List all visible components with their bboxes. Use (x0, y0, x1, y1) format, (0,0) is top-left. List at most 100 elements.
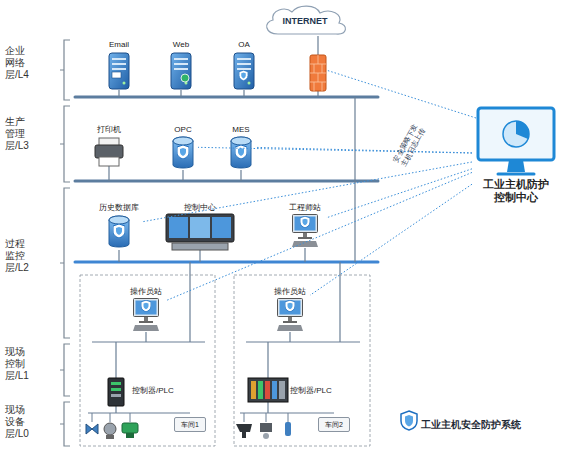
workstation-icon (133, 215, 318, 332)
printer-icon (99, 157, 119, 166)
policy-link-group (326, 169, 472, 218)
server-icon (109, 53, 129, 89)
layer-bracket (60, 402, 70, 446)
host-icon (177, 145, 189, 159)
network-wire (115, 406, 116, 413)
cloud-node: INTERNET (260, 3, 350, 37)
network-wire (354, 181, 355, 262)
network-wire (317, 36, 318, 55)
legend-text: 工业主机安全防护系统 (421, 419, 521, 430)
network-wire (243, 90, 244, 97)
plc-icon (108, 378, 288, 406)
field-device-icon (126, 433, 134, 438)
plc-icon (279, 381, 285, 399)
node-label: 控制器/PLC (132, 386, 184, 396)
printer-icon (95, 138, 123, 166)
legend-shield-icon (401, 411, 417, 430)
policy-link-group (142, 162, 472, 222)
legend-shield-icon (405, 415, 413, 427)
workshop-box: 车间1 (174, 417, 206, 432)
host-box: OPC (168, 122, 198, 172)
node-label: 车间1 (175, 420, 205, 429)
server-icon (181, 74, 189, 82)
network-wire (240, 412, 334, 413)
network-bus (75, 96, 378, 99)
layer-bracket (60, 106, 70, 182)
network-wire (118, 90, 119, 97)
workstation-box: 工程师站 (284, 200, 326, 250)
field-device-icon (244, 413, 245, 422)
workstation-icon (133, 299, 159, 332)
control-center-icon (190, 217, 210, 238)
workshop-area (80, 275, 215, 446)
plc-icon (265, 381, 270, 399)
plc-box: 控制器/PLC (104, 376, 184, 408)
layer-bracket (60, 344, 70, 396)
policy-link (198, 147, 472, 153)
legend-entry: 工业主机安全防护系统 (421, 414, 521, 432)
policy-link (326, 70, 476, 118)
server-box: OA (229, 38, 259, 92)
host-icon (109, 137, 251, 247)
policy-link-group (310, 184, 472, 295)
network-wire (267, 342, 268, 378)
network-wire (246, 341, 360, 342)
network-bus (75, 261, 378, 264)
monitor-icon (478, 108, 554, 160)
node-label: INTERNET (260, 16, 350, 26)
network-wire (304, 248, 305, 262)
server-box: Web (166, 38, 196, 92)
field-device-icon (92, 413, 93, 422)
printer-icon (95, 145, 123, 158)
field-device-icon (130, 413, 131, 422)
network-wire (92, 341, 205, 342)
network-wire (118, 250, 119, 262)
field-device-icon (122, 423, 138, 433)
node-label: OA (229, 40, 259, 50)
field-device-icon (266, 413, 267, 422)
node-label: 历史数据库 (96, 203, 142, 213)
field-device-icon (86, 424, 98, 434)
plc-icon (111, 388, 121, 391)
workstation-box: 操作员站 (270, 284, 310, 334)
control-center-icon (166, 214, 234, 250)
network-bus (75, 97, 378, 262)
node-label: 控制器/PLC (290, 386, 340, 396)
firewall-icon (310, 55, 326, 91)
network-wire (108, 166, 109, 181)
control-room-box: 控制中心 (164, 200, 236, 252)
workshop-area (80, 275, 370, 446)
network-wire (189, 262, 190, 342)
network-wire (180, 90, 181, 97)
policy-link (310, 184, 472, 295)
node-label: MES (226, 125, 256, 135)
network-wire (88, 412, 190, 413)
plc-box: 控制器/PLC (246, 376, 340, 408)
firewall-icon (310, 55, 326, 91)
workstation-icon (277, 299, 303, 332)
policy-link-group (256, 147, 472, 152)
policy-link (166, 172, 472, 300)
control-center-icon (172, 243, 228, 250)
workshop-box: 车间2 (318, 417, 350, 432)
server-icon (171, 53, 191, 89)
monitor-icon (478, 108, 554, 174)
control-center-icon (169, 217, 188, 238)
monitor-icon (507, 160, 525, 172)
node-label: 工程师站 (284, 203, 326, 213)
node-label: 控制中心 (164, 203, 236, 213)
workshop-area (234, 275, 370, 446)
policy-link (142, 162, 472, 222)
layer-label: 企业网络层/L4 (5, 45, 31, 81)
network-wire (145, 332, 146, 342)
layer-label: 过程监控层/L2 (5, 238, 31, 274)
network-wire (289, 332, 290, 342)
printer-box: 打印机 (90, 122, 128, 170)
node-label: 操作员站 (126, 287, 166, 297)
plc-icon (248, 378, 288, 402)
server-icon (239, 70, 248, 81)
